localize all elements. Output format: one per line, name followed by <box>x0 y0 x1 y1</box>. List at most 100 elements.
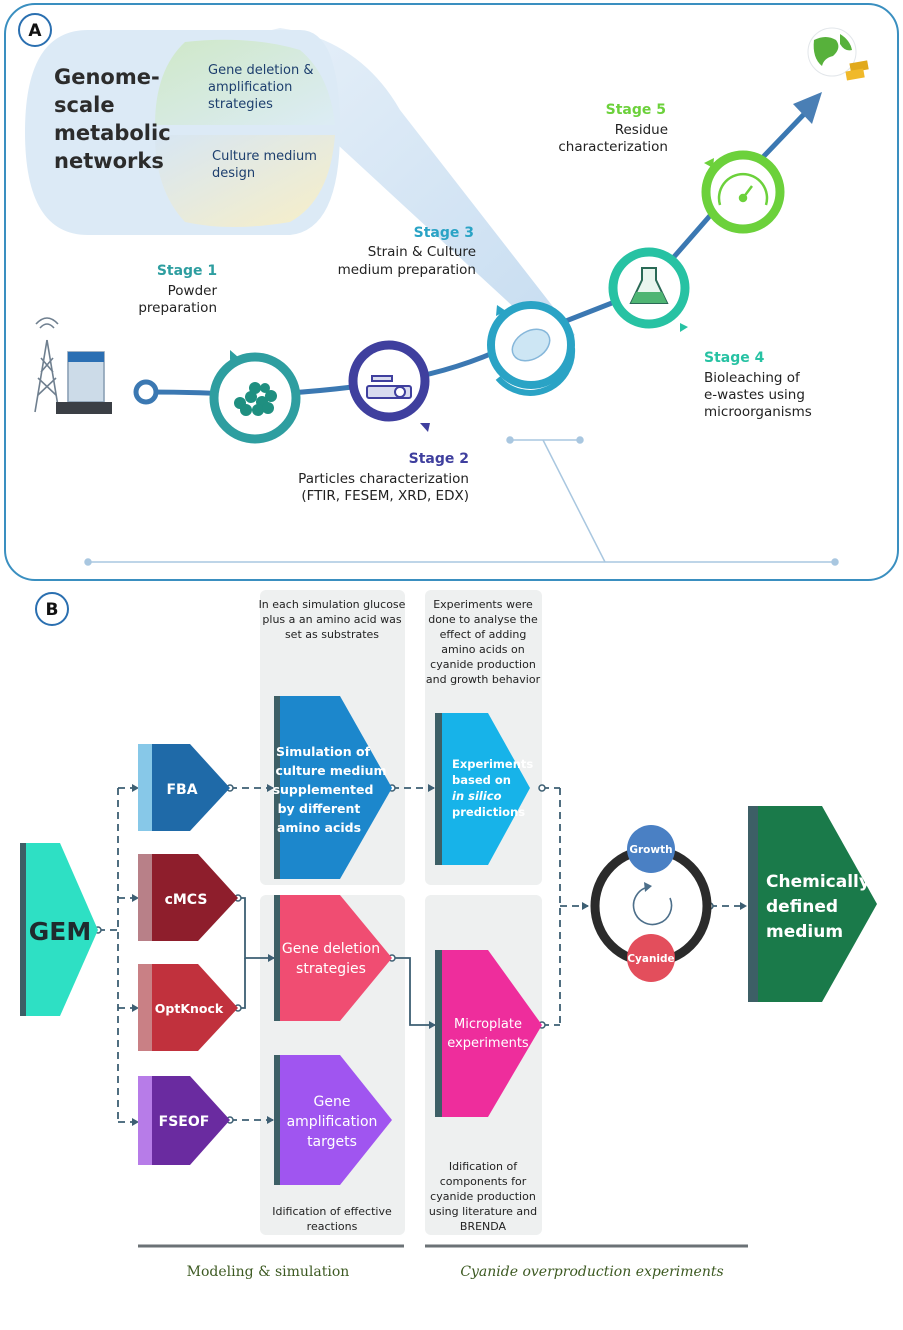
panel-a-badge: A <box>18 13 52 47</box>
comp-note-5: BRENDA <box>460 1220 507 1233</box>
tower-icon <box>34 317 112 414</box>
stage-5-desc-2: characterization <box>558 139 668 155</box>
gem-label: GEM <box>29 917 91 946</box>
micro-box-1: Microplate <box>454 1017 522 1032</box>
gsm-culture-1: Culture medium <box>212 149 317 164</box>
stage-1-label: Stage 1 <box>157 263 217 279</box>
sim-note-1: In each simulation glucose <box>259 598 406 611</box>
fba-node: FBA <box>138 744 230 831</box>
stage-4-desc-3: microorganisms <box>704 404 812 420</box>
exp-note-3: effect of adding <box>440 628 527 641</box>
stage-5-label: Stage 5 <box>606 102 666 118</box>
powder-icon <box>234 382 277 416</box>
gem-node: GEM <box>20 843 98 1016</box>
scale-icon <box>366 375 412 399</box>
sim-box-1: Simulation of <box>276 744 371 759</box>
cdm-2: defined <box>766 897 838 917</box>
stage-4-desc-2: e-wastes using <box>704 387 805 403</box>
stage-3-label: Stage 3 <box>414 225 474 241</box>
fseof-label: FSEOF <box>159 1114 210 1130</box>
globe-icon <box>807 27 869 81</box>
panel-b-label: B <box>46 600 59 620</box>
gsm-title-4: networks <box>54 149 164 173</box>
gene-amplification-node: Gene amplification targets <box>274 1055 392 1185</box>
panel-a-frame <box>4 3 899 581</box>
gsm-title-1: Genome- <box>54 65 160 89</box>
cdm-3: medium <box>766 922 843 942</box>
gsm-culture-2: design <box>212 166 255 181</box>
stage-3-desc-2: medium preparation <box>338 262 476 278</box>
stage-2-label: Stage 2 <box>409 451 469 467</box>
gsm-title-2: scale <box>54 93 115 117</box>
gsm-bubble: Genome- scale metabolic networks Gene de… <box>25 30 340 235</box>
experiments-node: Experiments based on in silico predictio… <box>435 713 533 865</box>
exp-note-5: cyanide production <box>430 658 536 671</box>
growth-label: Growth <box>629 844 672 856</box>
stage-1-node <box>209 350 301 444</box>
gsm-gene-2: amplification <box>208 80 292 95</box>
fseof-node: FSEOF <box>138 1076 230 1165</box>
stage-3-node <box>487 301 576 396</box>
fba-label: FBA <box>166 782 197 798</box>
eff-note-2: reactions <box>307 1220 358 1233</box>
simulation-node: Simulation of culture medium supplemente… <box>273 696 392 879</box>
exp-box-3: in silico <box>452 789 502 803</box>
cyanide-node <box>627 934 675 982</box>
eff-note-1: Idification of effective <box>272 1205 392 1218</box>
stage-2-desc-2: (FTIR, FESEM, XRD, EDX) <box>301 488 469 504</box>
exp-box-1: Experiments <box>452 757 533 771</box>
path-start <box>133 379 159 405</box>
stage-4-desc-1: Bioleaching of <box>704 370 801 386</box>
sim-note-3: set as substrates <box>285 628 379 641</box>
cdm-1: Chemically- <box>766 872 877 892</box>
cmcs-label: cMCS <box>165 892 208 908</box>
stage-4-label: Stage 4 <box>704 350 765 366</box>
cycle-arrow-icon <box>632 886 673 926</box>
footer-modeling: Modeling & simulation <box>187 1264 350 1280</box>
growth-node <box>627 825 675 873</box>
cyanide-label: Cyanide <box>627 953 674 965</box>
cell-icon <box>511 328 551 362</box>
optknock-label: OptKnock <box>155 1001 224 1016</box>
panel-b-badge: B <box>35 592 69 626</box>
growth-cyanide-cycle: Growth Cyanide <box>590 825 712 982</box>
exp-note-4: amino acids on <box>441 643 524 656</box>
cdm-node: Chemically- defined medium <box>748 806 877 1002</box>
stage-1-desc-2: preparation <box>138 300 217 316</box>
sim-box-3: supplemented <box>273 782 374 797</box>
micro-box-2: experiments <box>447 1036 529 1051</box>
sim-note-2: plus a an amino acid was <box>262 613 401 626</box>
gauge-icon <box>717 172 769 206</box>
comp-note-3: cyanide production <box>430 1190 536 1203</box>
exp-box-2: based on <box>452 773 511 787</box>
stage-1-desc-1: Powder <box>168 283 218 299</box>
path-arrowhead <box>793 92 822 124</box>
stage-2-desc-1: Particles characterization <box>298 471 469 487</box>
gene-deletion-node: Gene deletion strategies <box>274 895 392 1021</box>
sim-box-2: culture medium <box>275 763 386 778</box>
amp-box-1: Gene <box>314 1094 351 1110</box>
stage-3-desc-1: Strain & Culture <box>368 244 476 260</box>
gsm-title-3: metabolic <box>54 121 171 145</box>
del-box-1: Gene deletion <box>282 941 380 957</box>
exp-note-1: Experiments were <box>433 598 533 611</box>
gsm-gene-3: strategies <box>208 97 273 112</box>
footer-experiments: Cyanide overproduction experiments <box>460 1264 723 1280</box>
stage-2-node <box>348 340 430 432</box>
sim-box-4: by different <box>278 801 361 816</box>
cmcs-node: cMCS <box>138 854 238 941</box>
del-box-2: strategies <box>296 961 366 977</box>
exp-note-2: done to analyse the <box>428 613 538 626</box>
exp-box-4: predictions <box>452 805 525 819</box>
microplate-node: Microplate experiments <box>435 950 542 1117</box>
stage-5-desc-1: Residue <box>615 122 668 138</box>
exp-note-6: and growth behavior <box>426 673 541 686</box>
comp-note-2: components for <box>440 1175 527 1188</box>
sim-box-5: amino acids <box>277 820 361 835</box>
amp-box-3: targets <box>307 1134 357 1150</box>
panel-a-label: A <box>28 21 42 41</box>
stage-4-node <box>608 247 690 332</box>
comp-note-1: Idification of <box>449 1160 518 1173</box>
